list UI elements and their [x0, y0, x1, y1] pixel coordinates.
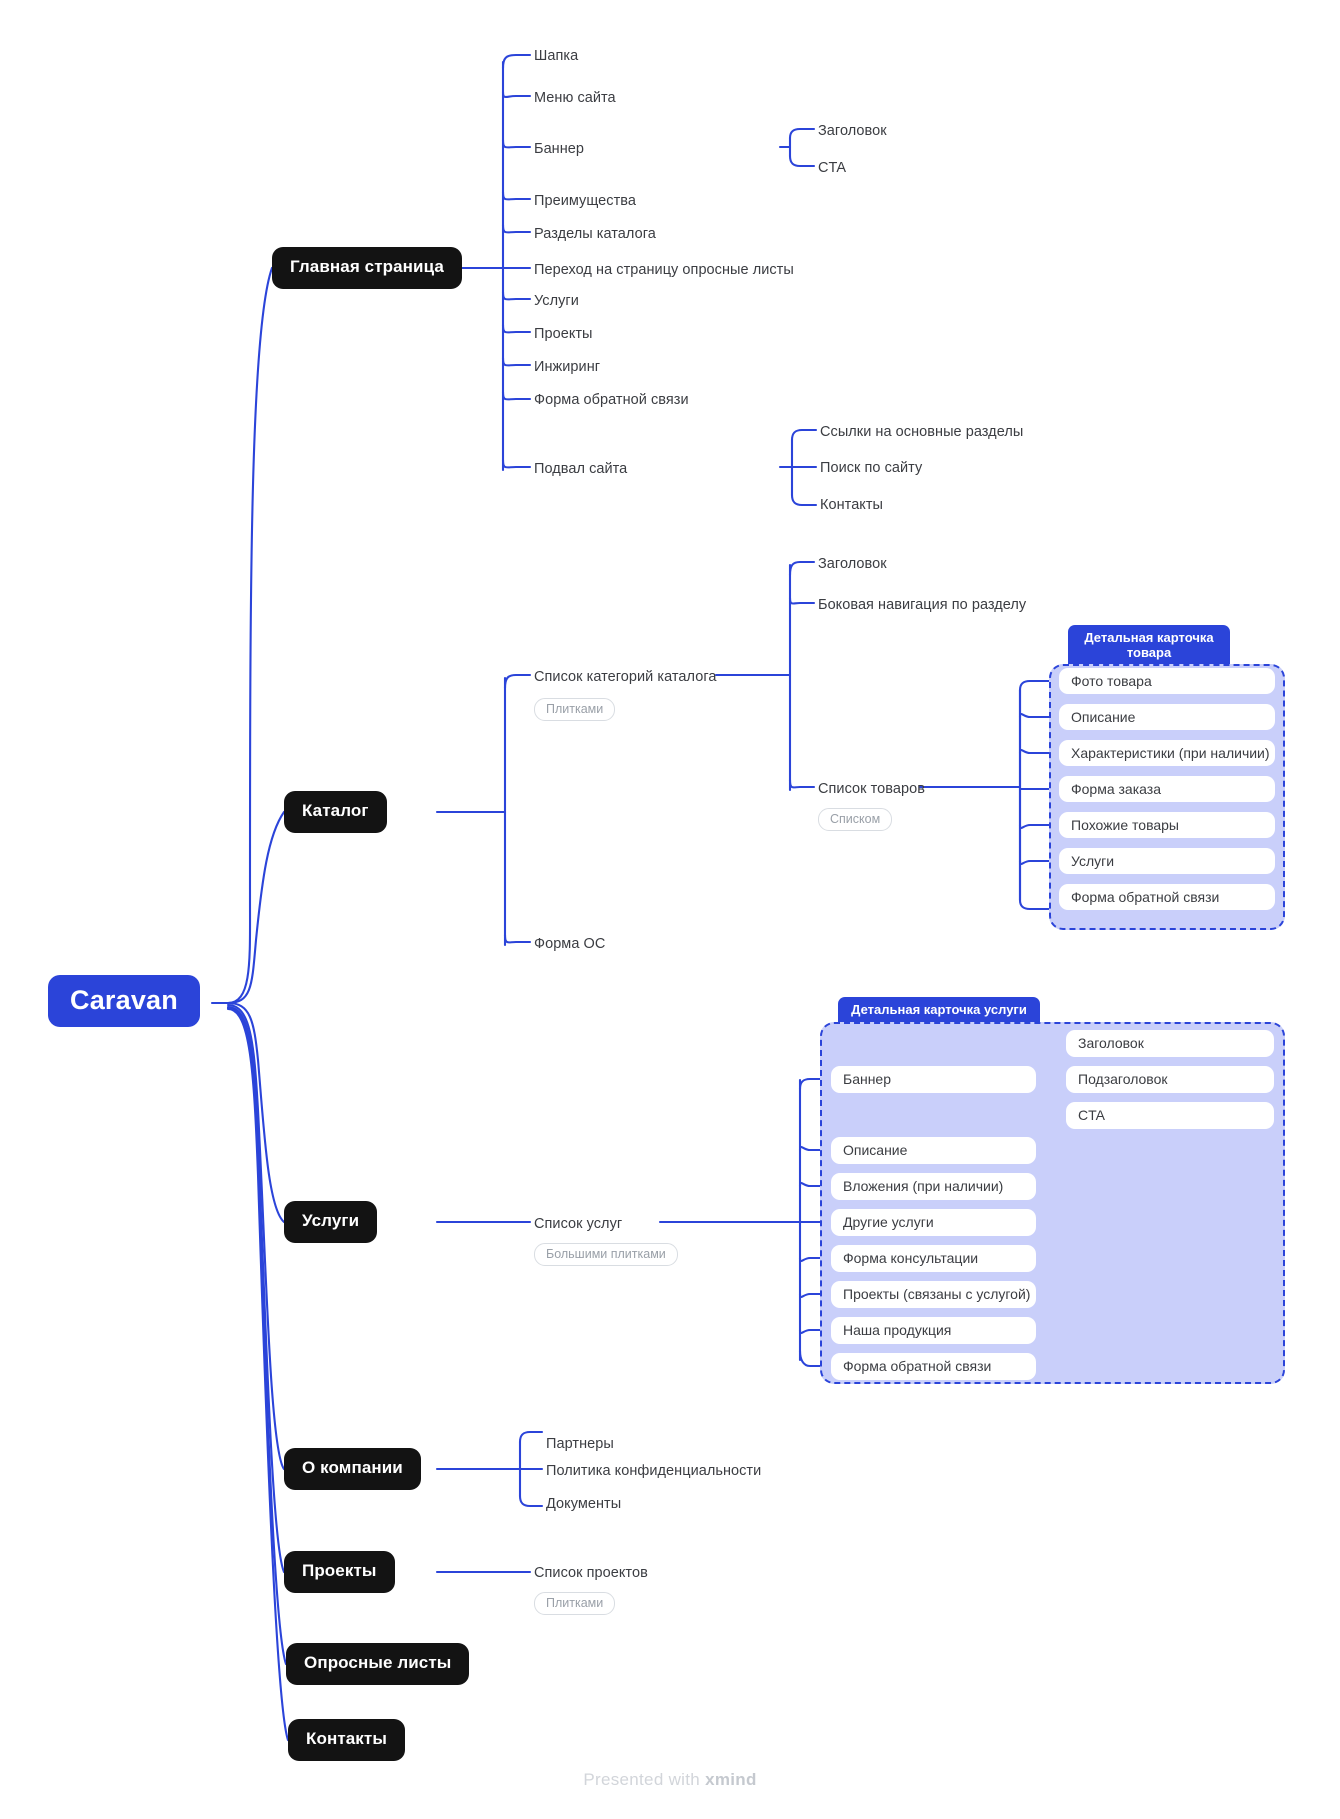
pill-product-order-form[interactable]: Форма заказа — [1059, 776, 1275, 802]
leaf-home-site-menu[interactable]: Меню сайта — [534, 90, 616, 106]
pill-product-similar[interactable]: Похожие товары — [1059, 812, 1275, 838]
leaf-projects-list[interactable]: Список проектов — [534, 1565, 648, 1581]
chip-label: Большими плитками — [534, 1243, 678, 1267]
branch-label-home: Главная страница — [290, 257, 444, 276]
leaf-about-documents[interactable]: Документы — [546, 1496, 622, 1512]
watermark-prefix: Presented with — [583, 1770, 706, 1789]
leaf-catalog-products-list[interactable]: Список товаров — [818, 781, 925, 797]
watermark-brand: xmind — [705, 1770, 757, 1789]
leaf-home-advantages[interactable]: Преимущества — [534, 193, 636, 209]
chip-catalog-categories-view: Плитками — [534, 698, 616, 722]
leaf-home-feedback-form[interactable]: Форма обратной связи — [534, 392, 689, 408]
pill-service-other-services[interactable]: Другие услуги — [831, 1209, 1036, 1236]
leaf-home-catalog-sections[interactable]: Разделы каталога — [534, 226, 656, 242]
branch-label-surveys: Опросные листы — [304, 1653, 452, 1672]
pill-service-banner[interactable]: Баннер — [831, 1066, 1036, 1093]
leaf-home-projects[interactable]: Проекты — [534, 326, 593, 342]
pill-service-our-products[interactable]: Наша продукция — [831, 1317, 1036, 1344]
pill-product-feedback-form[interactable]: Форма обратной связи — [1059, 884, 1275, 910]
branch-label-about: О компании — [302, 1458, 403, 1477]
pill-service-description[interactable]: Описание — [831, 1137, 1036, 1164]
pill-product-specs[interactable]: Характеристики (при наличии) — [1059, 740, 1275, 766]
pill-product-services[interactable]: Услуги — [1059, 848, 1275, 874]
group-title-service-card: Детальная карточка услуги — [838, 997, 1040, 1024]
branch-label-projects: Проекты — [302, 1561, 377, 1580]
root-label: Caravan — [70, 985, 178, 1015]
chip-projects-list-view: Плитками — [534, 1592, 616, 1616]
leaf-catalog-categories-list[interactable]: Список категорий каталога — [534, 669, 717, 685]
leaf-footer-contacts[interactable]: Контакты — [820, 497, 884, 513]
pill-service-banner-subtitle[interactable]: Подзаголовок — [1066, 1066, 1274, 1093]
branch-label-services: Услуги — [302, 1211, 360, 1230]
pill-service-banner-title[interactable]: Заголовок — [1066, 1030, 1274, 1057]
leaf-catalog-side-nav[interactable]: Боковая навигация по разделу — [818, 597, 1027, 613]
branch-node-about[interactable]: О компании — [284, 1448, 421, 1490]
xmind-watermark: Presented with xmind — [0, 1770, 1340, 1790]
chip-label: Плитками — [534, 698, 616, 722]
leaf-banner-title[interactable]: Заголовок — [818, 123, 887, 139]
chip-services-list-view: Большими плитками — [534, 1243, 678, 1267]
leaf-home-surveys-link[interactable]: Переход на страницу опросные листы — [534, 262, 794, 278]
leaf-home-services[interactable]: Услуги — [534, 293, 579, 309]
leaf-about-partners[interactable]: Партнеры — [546, 1436, 614, 1452]
pill-service-consultation-form[interactable]: Форма консультации — [831, 1245, 1036, 1272]
branch-node-projects[interactable]: Проекты — [284, 1551, 395, 1593]
leaf-catalog-section-title[interactable]: Заголовок — [818, 556, 887, 572]
pill-service-attachments[interactable]: Вложения (при наличии) — [831, 1173, 1036, 1200]
branch-node-services[interactable]: Услуги — [284, 1201, 378, 1243]
leaf-about-privacy-policy[interactable]: Политика конфиденциальности — [546, 1463, 762, 1479]
pill-service-related-projects[interactable]: Проекты (связаны с услугой) — [831, 1281, 1036, 1308]
chip-label: Списком — [818, 808, 893, 832]
leaf-banner-cta[interactable]: CTA — [818, 160, 847, 176]
branch-node-contacts[interactable]: Контакты — [288, 1719, 405, 1761]
group-title-product-card: Детальная карточка товара — [1068, 625, 1230, 667]
pill-product-photo[interactable]: Фото товара — [1059, 668, 1275, 694]
leaf-home-banner[interactable]: Баннер — [534, 141, 585, 157]
chip-label: Плитками — [534, 1592, 616, 1616]
branch-node-catalog[interactable]: Каталог — [284, 791, 387, 833]
pill-product-description[interactable]: Описание — [1059, 704, 1275, 730]
branch-node-home[interactable]: Главная страница — [272, 247, 462, 289]
leaf-home-footer[interactable]: Подвал сайта — [534, 461, 628, 477]
chip-products-list-view: Списком — [818, 808, 893, 832]
leaf-footer-main-links[interactable]: Ссылки на основные разделы — [820, 424, 1024, 440]
pill-service-banner-cta[interactable]: CTA — [1066, 1102, 1274, 1129]
branch-label-catalog: Каталог — [302, 801, 369, 820]
branch-label-contacts: Контакты — [306, 1729, 387, 1748]
leaf-home-engineering[interactable]: Инжиринг — [534, 359, 601, 375]
branch-node-surveys[interactable]: Опросные листы — [286, 1643, 470, 1685]
pill-service-feedback-form[interactable]: Форма обратной связи — [831, 1353, 1036, 1380]
leaf-home-header[interactable]: Шапка — [534, 48, 579, 64]
leaf-services-list[interactable]: Список услуг — [534, 1216, 623, 1232]
root-node-caravan[interactable]: Caravan — [48, 975, 200, 1028]
leaf-footer-site-search[interactable]: Поиск по сайту — [820, 460, 923, 476]
leaf-catalog-feedback-form[interactable]: Форма ОС — [534, 936, 606, 952]
